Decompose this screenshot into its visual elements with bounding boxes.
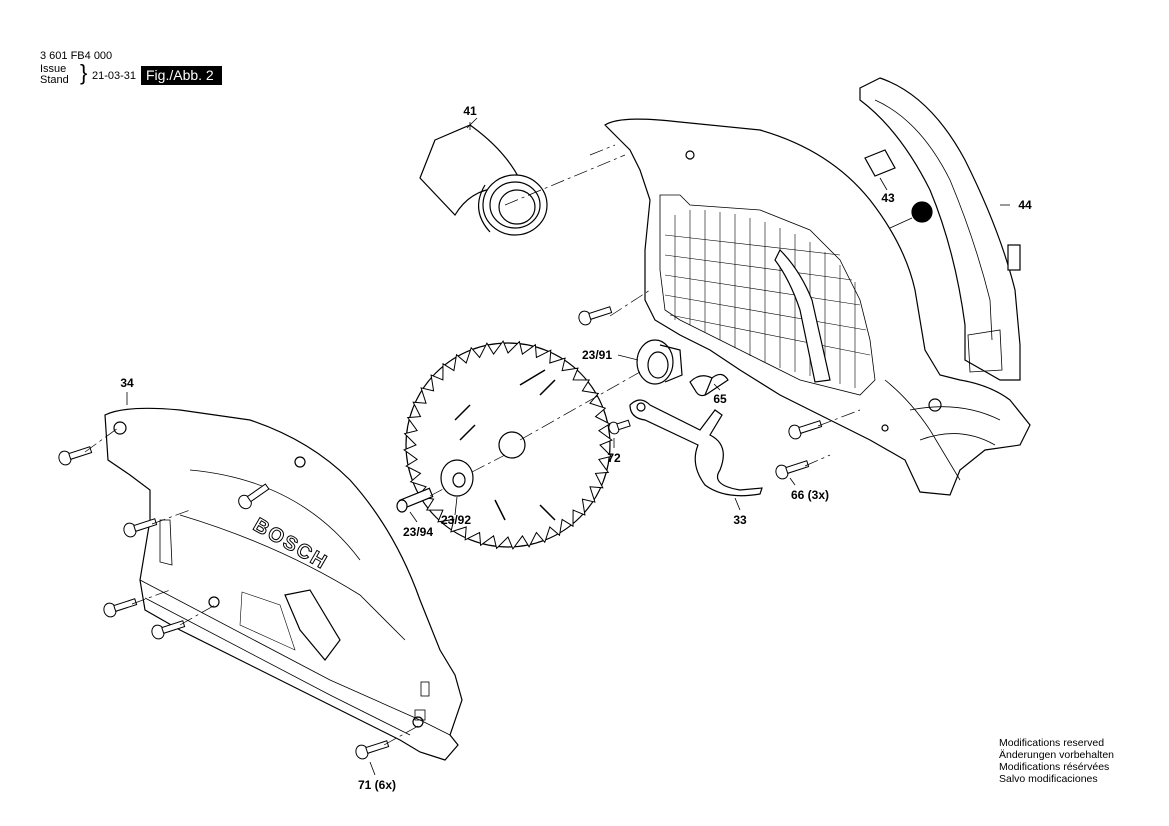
leader-lines [126,122,1010,776]
footer-notes: Modifications reserved Änderungen vorbeh… [999,737,1114,785]
spring-part-65 [689,373,729,397]
lower-blade-guard-part-34: BOSCH [104,407,463,761]
callout-71: 71 (6x) [358,778,396,792]
note-de: Änderungen vorbehalten [999,749,1115,761]
callout-44: 44 [1018,198,1032,212]
assembly-lines [84,144,861,746]
bolt-23-94 [396,487,434,513]
dust-outlet-part-41 [419,117,548,236]
svg-text:A: A [918,205,927,219]
upper-blade-guard [604,118,1031,496]
saw-blade [403,340,613,550]
callout-23-94: 23/94 [403,525,433,539]
callout-23-92: 23/92 [441,513,471,527]
outer-flange-23-92 [440,459,474,497]
blade-teeth [403,340,613,550]
note-en: Modifications reserved [999,737,1105,749]
issue-label: Issue [40,63,67,75]
screws [58,306,823,760]
stand-label: Stand [40,74,69,86]
guard-ribs [664,210,871,388]
callout-41: 41 [463,104,477,118]
figure-label: Fig./Abb. 2 [141,66,222,85]
spanner-part-33 [629,399,763,497]
document-number: 3 601 FB4 000 [40,50,113,62]
callout-43: 43 [881,191,895,205]
side-cover-part-44 [859,77,1021,381]
part-callouts: 41 43 44 34 23/91 65 72 66 (3x) 33 23/94… [120,104,1032,792]
inner-flange-23-91 [636,339,683,385]
callout-23-91: 23/91 [582,348,612,362]
note-es: Salvo modificaciones [999,773,1098,785]
callout-33: 33 [733,513,747,527]
callout-65: 65 [713,392,727,406]
callout-34: 34 [120,376,134,390]
callout-72: 72 [607,451,621,465]
issue-date: 21-03-31 [92,70,137,82]
note-fr: Modifications résérvées [999,761,1110,773]
reference-marker-a: A [911,201,933,223]
callout-66: 66 (3x) [791,488,829,502]
issue-stand-labels: Issue Stand [40,64,69,86]
brace-glyph: } [80,60,88,85]
label-plate-part-43 [864,149,896,177]
